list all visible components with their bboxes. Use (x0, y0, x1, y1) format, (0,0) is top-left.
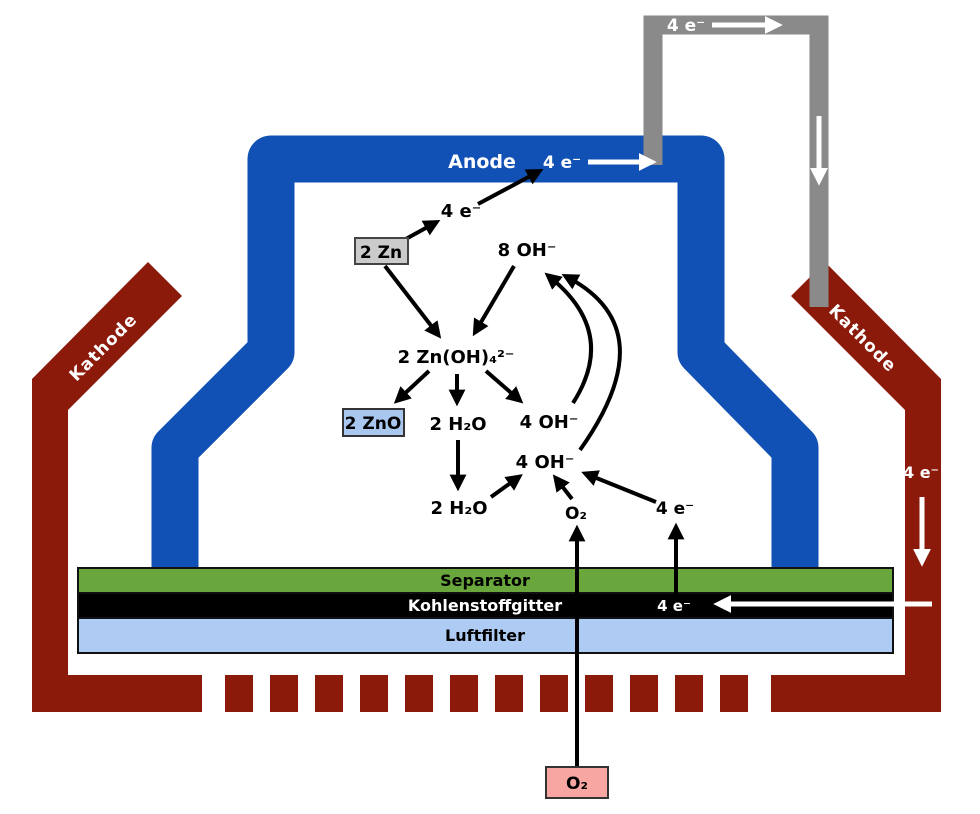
arrow-oxygen-to-hydroxide4 (552, 474, 574, 501)
oxygen-small-label: O₂ (565, 504, 587, 524)
hydroxide-8-label: 8 OH⁻ (498, 240, 557, 261)
carbon-grid-label: Kohlenstoffgitter (408, 596, 562, 615)
arrow-hydroxide4a-to-hydroxide8 (544, 272, 594, 405)
hydroxide-4-upper-label: 4 OH⁻ (520, 412, 579, 433)
water-lower-label: 2 H₂O (430, 498, 487, 519)
electron-flow-arrows (588, 16, 932, 613)
electrons-at-cathode-label: 4 e⁻ (656, 499, 694, 519)
zincate-label: 2 Zn(OH)₄²⁻ (398, 347, 515, 368)
zn-box-label: 2 Zn (360, 243, 402, 263)
zno-box-label: 2 ZnO (345, 414, 402, 434)
wire-electron-label: 4 e⁻ (667, 16, 705, 36)
anode-label: Anode (448, 151, 516, 173)
hydroxide-4-lower-label: 4 OH⁻ (516, 452, 575, 473)
arrow-water-to-hydroxide4 (489, 474, 523, 499)
oxygen-supply-box (545, 766, 609, 799)
reaction-arrows (383, 169, 685, 767)
arrow-zincate-to-zno (393, 369, 431, 404)
arrow-hydroxide4b-to-hydroxide8 (561, 273, 622, 452)
separator-label: Separator (440, 571, 530, 590)
grid-electron-label: 4 e⁻ (657, 597, 691, 615)
anode-structure (151, 135, 819, 568)
kathode-base-teeth (225, 675, 748, 712)
zno-box (342, 408, 405, 437)
electrons-from-zn-label: 4 e⁻ (441, 201, 482, 222)
arrow-electrons-to-hydroxide4 (581, 470, 657, 504)
arrow-hydroxide8-to-zincate (472, 264, 516, 337)
anode-electron-label: 4 e⁻ (543, 153, 581, 173)
zn-box (354, 237, 409, 265)
kathode-electron-label: 4 e⁻ (903, 463, 939, 482)
kathode-left-structure (32, 262, 202, 712)
arrow-zincate-to-hydroxide4 (484, 369, 524, 404)
air-filter-layer (77, 617, 894, 654)
arrow-electrons-to-anode (477, 169, 544, 206)
oxygen-box-label: O₂ (566, 774, 588, 794)
air-filter-label: Luftfilter (445, 626, 525, 645)
water-upper-label: 2 H₂O (429, 414, 486, 435)
separator-layer (77, 567, 894, 594)
kathode-right-structure (771, 262, 941, 712)
arrow-zn-to-zincate (383, 264, 442, 339)
